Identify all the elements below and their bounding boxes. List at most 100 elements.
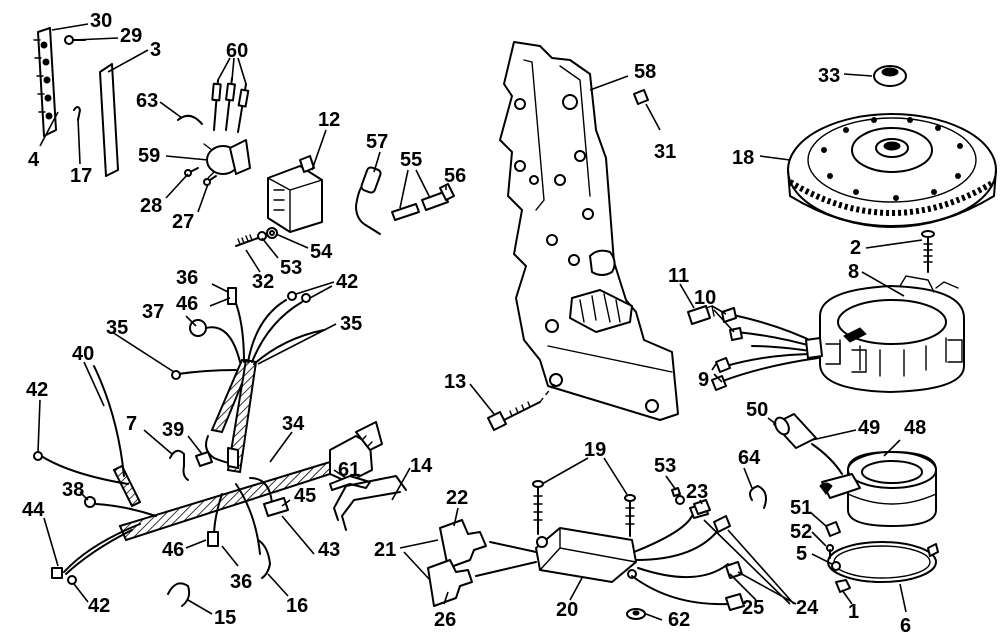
callout-61: 61	[338, 459, 360, 481]
power-pack-20	[535, 527, 637, 583]
screws-19	[532, 480, 636, 537]
bullet-connector-39	[195, 451, 213, 467]
nuts-23-53-62	[626, 487, 711, 620]
solenoid-leads-60	[211, 77, 250, 133]
callout-2: 2	[850, 237, 861, 259]
screw-13	[487, 381, 557, 431]
callout-12: 12	[318, 109, 340, 131]
callout-46-bottom: 46	[162, 539, 184, 561]
callout-7: 7	[126, 413, 137, 435]
callout-13: 13	[444, 371, 466, 393]
tie-strap-15	[167, 582, 191, 607]
callout-42-bottom: 42	[88, 595, 110, 617]
callout-36-bottom: 36	[230, 571, 252, 593]
callout-62: 62	[668, 609, 690, 631]
callout-40: 40	[72, 343, 94, 365]
callout-53-top: 53	[280, 257, 302, 279]
callout-14: 14	[410, 455, 433, 477]
mounting-plate-58	[499, 41, 679, 421]
callout-64: 64	[738, 447, 761, 469]
callout-39: 39	[162, 419, 184, 441]
terminal-block	[33, 27, 57, 137]
callout-59: 59	[138, 145, 160, 167]
retaining-ring-6	[827, 541, 939, 583]
callout-8: 8	[848, 261, 859, 283]
callout-53-bottom: 53	[654, 455, 676, 477]
callout-33: 33	[818, 65, 840, 87]
callout-60: 60	[226, 40, 248, 62]
screw-32-washers-53-54	[235, 227, 278, 247]
clip-7	[169, 449, 189, 481]
callout-16: 16	[286, 595, 308, 617]
callout-42-left: 42	[26, 379, 48, 401]
callout-38: 38	[62, 479, 84, 501]
tie-strap-63	[177, 114, 203, 125]
callout-29: 29	[120, 25, 142, 47]
callout-20: 20	[556, 599, 578, 621]
callout-54: 54	[310, 241, 333, 263]
ignition-coil-12	[267, 155, 323, 233]
callout-48: 48	[904, 417, 926, 439]
small-hardware-51-52-5-1	[825, 521, 851, 593]
callout-30: 30	[90, 10, 112, 32]
callout-32: 32	[252, 271, 274, 293]
callout-44: 44	[22, 499, 45, 521]
callout-18: 18	[732, 147, 754, 169]
callout-55: 55	[400, 149, 422, 171]
pack-leads-24-25	[631, 503, 745, 611]
callout-4: 4	[28, 149, 40, 171]
callout-15: 15	[214, 607, 236, 629]
wiring-harness-34	[112, 358, 383, 542]
screw-2	[921, 230, 935, 273]
callout-9: 9	[698, 369, 709, 391]
callout-57: 57	[366, 131, 388, 153]
callout-10: 10	[694, 287, 716, 309]
callout-42-top: 42	[336, 271, 358, 293]
sensor-50	[773, 413, 843, 475]
callout-35-right: 35	[340, 313, 362, 335]
callout-46-top: 46	[176, 293, 198, 315]
callout-52: 52	[790, 521, 812, 543]
callout-21: 21	[374, 539, 396, 561]
callout-17: 17	[70, 165, 92, 187]
rubber-strip-3	[99, 63, 119, 177]
spark-plug-boot-57	[355, 166, 382, 235]
clip-16	[257, 539, 271, 579]
callout-58: 58	[634, 61, 656, 83]
nut-33	[873, 65, 907, 87]
callout-27: 27	[172, 211, 194, 233]
timer-base-48	[819, 451, 937, 527]
callout-37: 37	[142, 301, 164, 323]
spark-plug-boots-55-56	[391, 183, 455, 221]
callout-26: 26	[434, 609, 456, 631]
callout-63: 63	[136, 90, 158, 112]
callout-51: 51	[790, 497, 812, 519]
callout-11: 11	[668, 265, 689, 287]
callout-22: 22	[446, 487, 468, 509]
callout-24: 24	[796, 597, 819, 619]
callout-labels: 30 29 3 60 63 4 17 59 28 27 12 57 55 56 …	[22, 10, 926, 637]
callout-45: 45	[294, 485, 316, 507]
callout-19: 19	[584, 439, 606, 461]
clip-64	[749, 485, 767, 509]
flywheel-18	[787, 113, 997, 228]
callout-43: 43	[318, 539, 340, 561]
clip-31	[633, 89, 649, 105]
leader-lines	[37, 23, 923, 621]
callout-3: 3	[150, 39, 161, 61]
callout-28: 28	[140, 195, 162, 217]
stator-leads-10-9	[711, 307, 823, 391]
stator-8	[819, 275, 965, 393]
solenoid-59	[203, 139, 251, 179]
harness-leads	[33, 287, 325, 585]
callout-56: 56	[444, 165, 466, 187]
clamp-61	[329, 475, 371, 491]
callout-5: 5	[796, 543, 807, 565]
callout-36-top: 36	[176, 267, 198, 289]
retainer-14	[333, 475, 407, 531]
clip-17	[73, 106, 81, 121]
callout-35-left: 35	[106, 317, 128, 339]
pack-leads-21-22-26	[427, 519, 537, 607]
